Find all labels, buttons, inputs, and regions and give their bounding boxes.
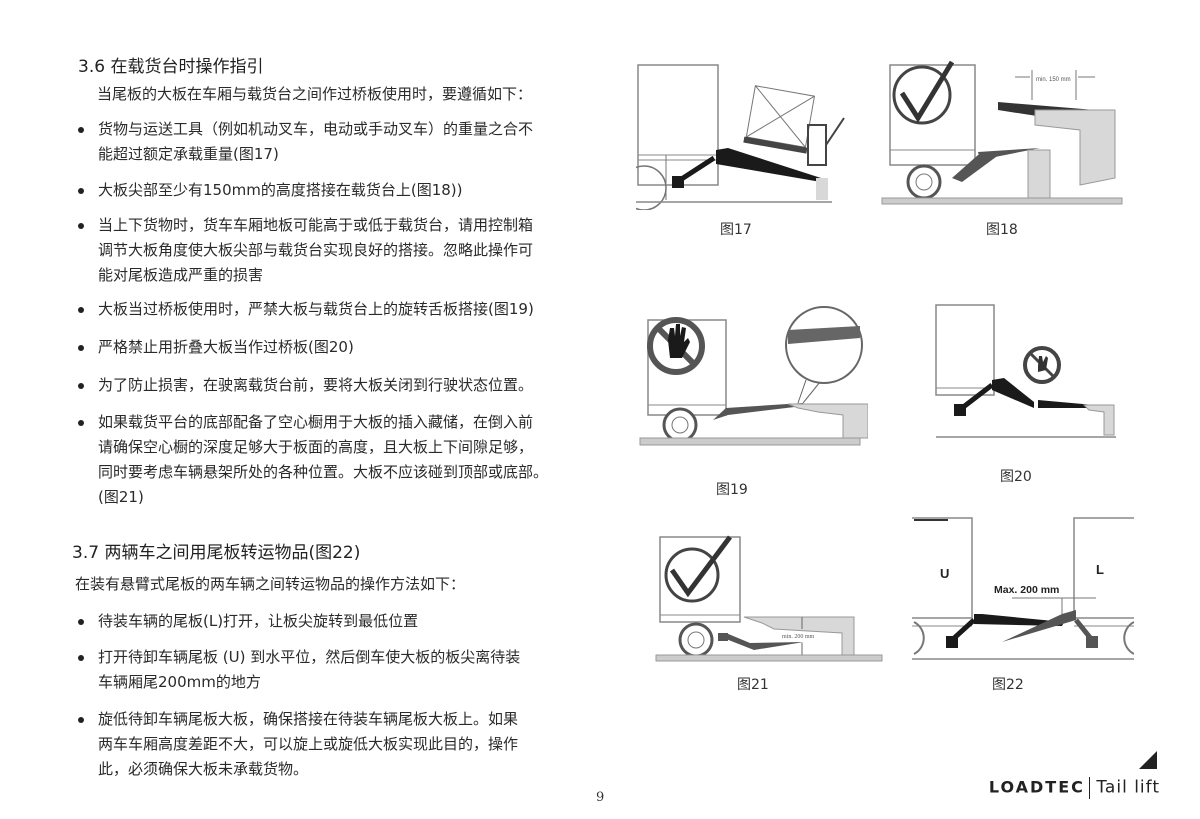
bullet-text: 车辆厢尾200mm的地方	[98, 673, 261, 691]
section-3-7-title: 3.7 两辆车之间用尾板转运物品(图22)	[72, 543, 361, 563]
figure-20-caption: 图20	[1000, 469, 1032, 485]
bullet-text: 货物与运送工具（例如机动叉车，电动或手动叉车）的重量之合不	[98, 120, 534, 138]
checkmark-icon	[899, 60, 955, 123]
bullet-text: 同时要考虑车辆悬架所处的各种位置。大板不应该碰到顶部或底部。	[98, 463, 549, 481]
figure-21-illustration: min. 200 mm	[655, 535, 883, 662]
bullet-text: 为了防止损害，在驶离载货台前，要将大板关闭到行驶状态位置。	[98, 376, 534, 394]
bullet-item: 货物与运送工具（例如机动叉车，电动或手动叉车）的重量之合不能超过额定承载重量(图…	[78, 117, 598, 167]
bullet-dot	[78, 619, 84, 625]
bullet-text: (图21)	[98, 488, 144, 506]
figure-22-dimension: Max. 200 mm	[994, 584, 1059, 596]
figure-20-illustration	[935, 304, 1116, 438]
bullet-item: 打开待卸车辆尾板 (U) 到水平位，然后倒车使大板的板尖离待装车辆厢尾200mm…	[78, 645, 598, 695]
page-number: 9	[596, 790, 605, 805]
section-3-6-title: 3.6 在载货台时操作指引	[78, 57, 264, 77]
brand-product: Tail lift	[1096, 777, 1160, 798]
figure-17-illustration	[636, 64, 845, 210]
label-u: U	[940, 566, 949, 581]
section-3-6-intro: 当尾板的大板在车厢与载货台之间作过桥板使用时，要遵循如下：	[97, 85, 533, 103]
figure-18-caption: 图18	[986, 222, 1018, 238]
text-column: 3.6 在载货台时操作指引 当尾板的大板在车厢与载货台之间作过桥板使用时，要遵循…	[72, 57, 598, 782]
brand-name: LOADTEC	[988, 777, 1085, 797]
bullet-text: 调节大板角度使大板尖部与载货台实现良好的搭接。忽略此操作可	[98, 241, 534, 259]
magnifier-detail-icon	[785, 306, 863, 384]
bullet-text: 旋低待卸车辆尾板大板，确保搭接在待装车辆尾板大板上。如果	[98, 710, 519, 728]
bullet-item: 如果载货平台的底部配备了空心橱用于大板的插入藏储，在倒入前请确保空心橱的深度足够…	[78, 410, 598, 510]
bullet-item: 大板当过桥板使用时，严禁大板与载货台上的旋转舌板搭接(图19)	[78, 297, 598, 322]
bullet-item: 为了防止损害，在驶离载货台前，要将大板关闭到行驶状态位置。	[78, 373, 598, 398]
figure-18-illustration: min. 150 mm	[881, 60, 1123, 205]
bullet-dot	[78, 188, 84, 194]
bullet-text: 如果载货平台的底部配备了空心橱用于大板的插入藏储，在倒入前	[98, 413, 534, 431]
bullet-item: 严格禁止用折叠大板当作过桥板(图20)	[78, 335, 598, 360]
figure-19-illustration	[639, 306, 868, 446]
bullet-text: 大板当过桥板使用时，严禁大板与载货台上的旋转舌板搭接(图19)	[98, 300, 534, 318]
hand-icon	[1038, 356, 1048, 372]
bullet-dot	[78, 345, 84, 351]
label-l: L	[1096, 562, 1104, 577]
bullet-dot	[78, 655, 84, 661]
figure-17-caption: 图17	[720, 222, 752, 238]
bullet-dot	[78, 420, 84, 426]
logo-triangle-icon	[1139, 751, 1157, 769]
bullet-text: 待装车辆的尾板(L)打开，让板尖旋转到最低位置	[98, 612, 419, 630]
figure-18-dimension: min. 150 mm	[1036, 77, 1071, 83]
section-3-7-intro: 在装有悬臂式尾板的两车辆之间转运物品的操作方法如下：	[75, 575, 466, 593]
bullet-item: 当上下货物时，货车车厢地板可能高于或低于载货台，请用控制箱调节大板角度使大板尖部…	[78, 213, 598, 288]
checkmark-icon	[669, 535, 732, 598]
bullet-text: 此，必须确保大板未承载货物。	[98, 760, 309, 778]
bullet-text: 能对尾板造成严重的损害	[98, 266, 264, 284]
bullet-dot	[78, 223, 84, 229]
figure-19-caption: 图19	[716, 482, 748, 498]
bullet-item: 旋低待卸车辆尾板大板，确保搭接在待装车辆尾板大板上。如果两车车厢高度差距不大，可…	[78, 707, 598, 782]
check-icon	[892, 65, 952, 125]
logo-separator	[1088, 777, 1091, 799]
bullet-dot	[78, 127, 84, 133]
figure-21-dimension: min. 200 mm	[782, 634, 815, 640]
bullet-text: 严格禁止用折叠大板当作过桥板(图20)	[98, 338, 354, 356]
bullet-item: 待装车辆的尾板(L)打开，让板尖旋转到最低位置	[78, 609, 598, 634]
bullet-text: 请确保空心橱的深度足够大于板面的高度，且大板上下间隙足够，	[98, 438, 534, 456]
bullet-text: 当上下货物时，货车车厢地板可能高于或低于载货台，请用控制箱	[98, 216, 534, 234]
hand-icon	[668, 324, 690, 358]
figure-21-caption: 图21	[737, 677, 769, 693]
brand-logo: LOADTEC Tail lift	[989, 777, 1160, 799]
bullet-dot	[78, 383, 84, 389]
bullet-dot	[78, 717, 84, 723]
figure-22-caption: 图22	[992, 677, 1024, 693]
bullet-text: 两车车厢高度差距不大，可以旋上或旋低大板实现此目的，操作	[98, 735, 519, 753]
bullet-text: 大板尖部至少有150mm的高度搭接在载货台上(图18))	[98, 181, 463, 199]
check-icon	[664, 547, 720, 603]
figure-22-illustration: U L Max. 200 mm	[912, 517, 1134, 660]
bullet-item: 大板尖部至少有150mm的高度搭接在载货台上(图18))	[78, 178, 598, 203]
bullet-text: 打开待卸车辆尾板 (U) 到水平位，然后倒车使大板的板尖离待装	[98, 648, 521, 666]
bullet-text: 能超过额定承载重量(图17)	[98, 145, 279, 163]
bullet-dot	[78, 307, 84, 313]
